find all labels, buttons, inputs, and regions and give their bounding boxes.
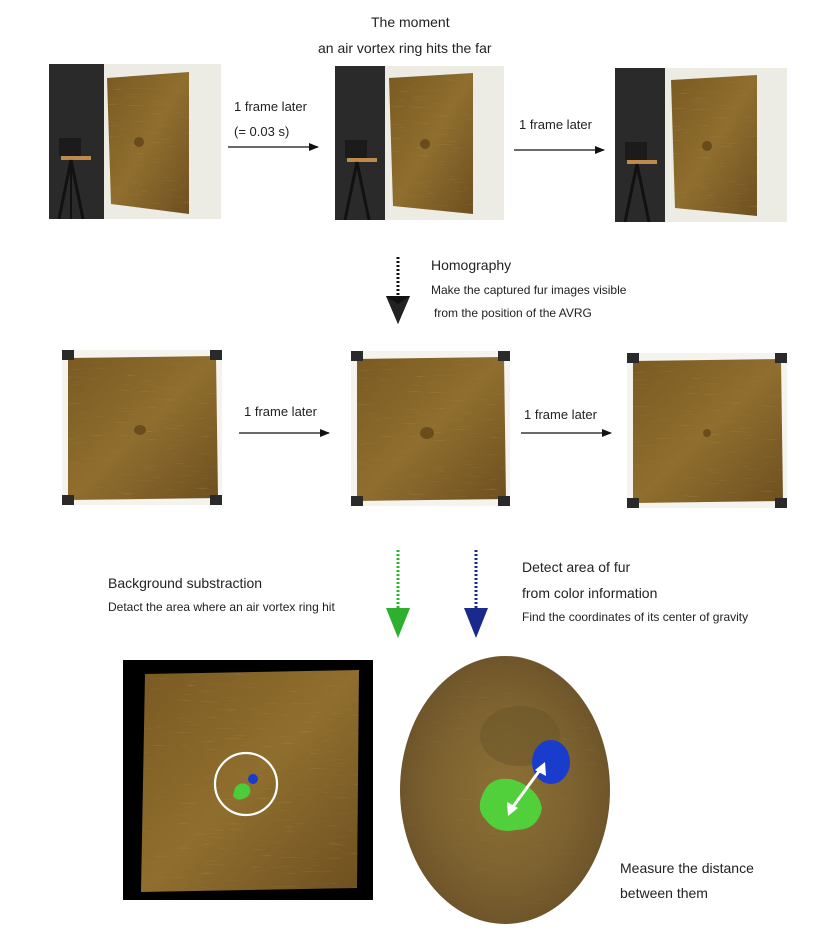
top-caption-line1: The moment — [371, 14, 450, 30]
raw-photo-frame-3 — [615, 68, 787, 222]
closeup-circle-image — [400, 656, 610, 924]
homography-photo-frame-3 — [627, 353, 787, 508]
homography-line2: from the position of the AVRG — [434, 306, 592, 320]
measure-line1: Measure the distance — [620, 860, 754, 876]
row1-arrow2-label: 1 frame later — [519, 117, 592, 132]
blue-dotted-arrow — [464, 550, 488, 638]
subtraction-result-image — [123, 660, 373, 900]
row2-arrow1-label: 1 frame later — [244, 404, 317, 419]
raw-photo-frame-1 — [49, 64, 221, 219]
background-subtraction-title: Background substraction — [108, 575, 263, 591]
homography-title: Homography — [431, 257, 512, 273]
top-caption-line2: an air vortex ring hits the far — [318, 40, 492, 56]
row1-arrow1-label-line2: (= 0.03 s) — [234, 124, 290, 139]
green-dotted-arrow — [386, 550, 410, 638]
measure-line2: between them — [620, 885, 708, 901]
detect-fur-line1: Detect area of fur — [522, 559, 631, 575]
raw-photo-frame-2 — [335, 66, 504, 220]
homography-photo-frame-2 — [351, 351, 510, 506]
homography-dotted-arrow — [386, 257, 410, 324]
detect-fur-line2: from color information — [522, 585, 658, 601]
row1-arrow1-label-line1: 1 frame later — [234, 99, 307, 114]
background-subtraction-desc: Detact the area where an air vortex ring… — [108, 600, 335, 614]
detect-fur-line3: Find the coordinates of its center of gr… — [522, 610, 749, 624]
homography-photo-frame-1 — [62, 350, 222, 505]
homography-line1: Make the captured fur images visible — [431, 283, 627, 297]
row2-arrow2-label: 1 frame later — [524, 407, 597, 422]
